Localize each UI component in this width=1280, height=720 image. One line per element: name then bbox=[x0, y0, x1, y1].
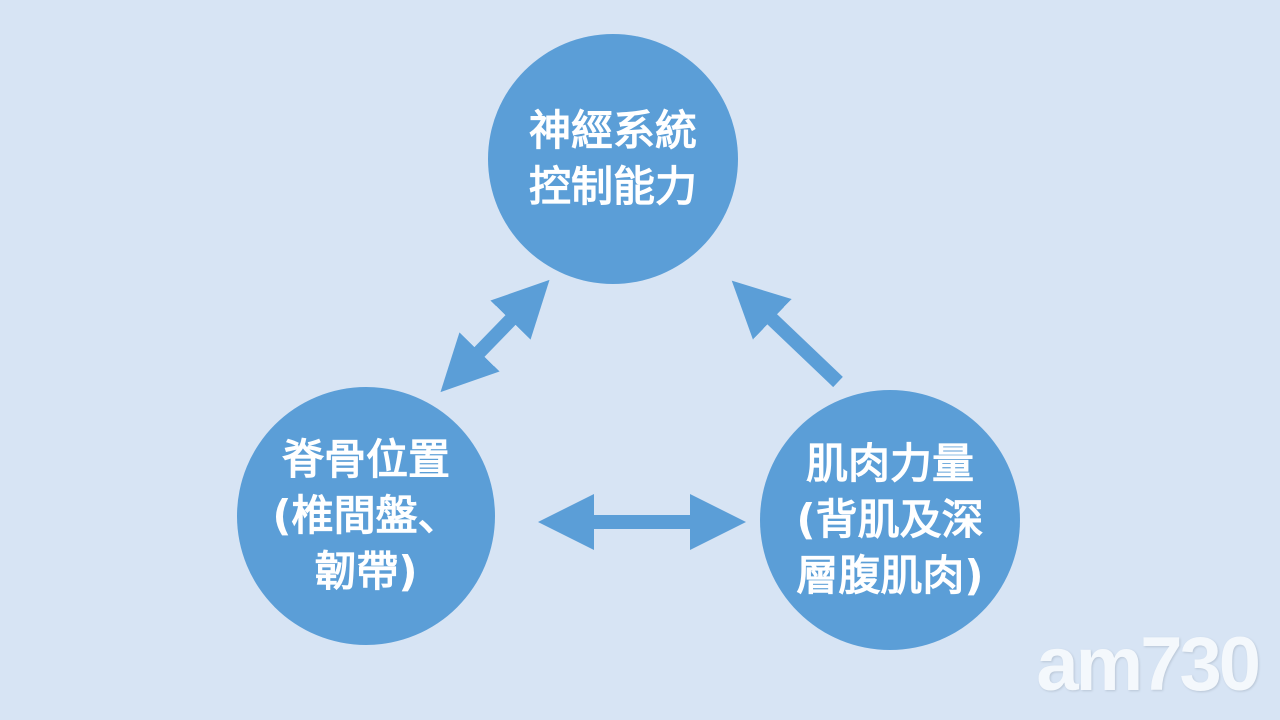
node-label: 脊骨位置 bbox=[281, 435, 450, 484]
am730-logo: am730 bbox=[1036, 621, 1261, 708]
node-label: (椎間盤、 bbox=[272, 491, 460, 540]
arrow-right-top bbox=[731, 280, 843, 388]
node-label: 層腹肌肉) bbox=[796, 551, 984, 600]
node-label: 控制能力 bbox=[528, 162, 697, 211]
logo-text: am730 bbox=[1036, 622, 1261, 707]
node-spine-position: 脊骨位置 (椎間盤、 韌帶) bbox=[237, 387, 495, 645]
node-label: 韌帶) bbox=[314, 547, 418, 596]
node-label: 神經系統 bbox=[528, 106, 697, 155]
node-label: (背肌及深 bbox=[796, 495, 984, 544]
arrow-left-top bbox=[440, 279, 550, 393]
node-muscle-strength: 肌肉力量 (背肌及深 層腹肌肉) bbox=[760, 390, 1020, 650]
node-nervous-system: 神經系統 控制能力 bbox=[488, 34, 738, 284]
node-label: 肌肉力量 bbox=[805, 439, 974, 488]
